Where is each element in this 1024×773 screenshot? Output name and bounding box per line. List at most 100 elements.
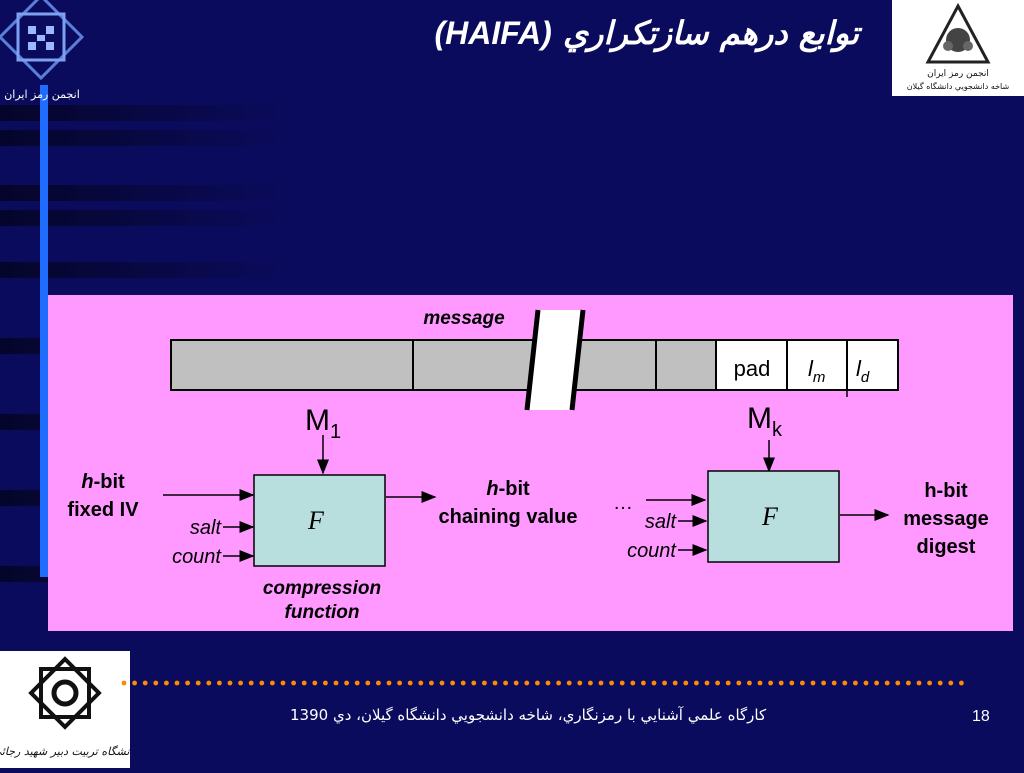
separator-dot (747, 680, 752, 686)
separator-dot (323, 680, 328, 686)
bg-stripe (0, 130, 300, 146)
separator-dot (365, 680, 371, 686)
separator-dot (482, 680, 487, 686)
separator-dot (513, 680, 519, 686)
separator-dot (810, 680, 816, 686)
separator-dot (948, 680, 954, 686)
title-text: توابع درهم سازتکراري (562, 14, 859, 52)
separator-dot (545, 680, 551, 686)
separator-dot (874, 680, 879, 686)
separator-dot (821, 680, 826, 686)
university-logo: دانشگاه تربيت دبير شهيد رجائي (0, 651, 137, 768)
fixed-iv-line1: h-bit (81, 471, 125, 493)
svg-text:دانشگاه تربيت دبير شهيد رجائي: دانشگاه تربيت دبير شهيد رجائي (0, 745, 130, 758)
separator-dot (715, 680, 720, 686)
compression-box-2 (707, 470, 840, 563)
separator-dot (672, 680, 678, 686)
footer-text: کارگاه علمي آشنايي با رمزنگاري، شاخه دان… (290, 706, 767, 724)
separator-dot (800, 680, 805, 686)
separator-dot (842, 680, 848, 686)
compression-box-1 (253, 474, 386, 567)
separator-dot (132, 680, 137, 686)
separator-dot (556, 680, 561, 686)
separator-dot (757, 680, 763, 686)
separator-dot (280, 680, 286, 686)
bg-stripe (0, 210, 300, 226)
separator-dot (884, 680, 890, 686)
separator-dot (937, 680, 943, 686)
separator-dot (609, 680, 614, 686)
separator-dot (429, 680, 434, 686)
separator-dot (577, 680, 583, 686)
fixed-iv-line2: fixed IV (67, 499, 139, 521)
separator-dot (789, 680, 795, 686)
title-paren: ( (434, 15, 446, 51)
separator-dot (259, 680, 265, 686)
separator-dot (694, 680, 699, 686)
separator-dot (524, 680, 530, 686)
separator-dot (535, 680, 540, 686)
title-haifa: HAIFA (445, 15, 542, 51)
svg-text:شاخه دانشجويي دانشگاه گيلان: شاخه دانشجويي دانشگاه گيلان (907, 81, 1010, 91)
count-label: count (172, 546, 222, 568)
f-label-1: F (307, 506, 325, 535)
dotted-separator (121, 680, 964, 686)
separator-dot (831, 680, 837, 686)
pad-block (715, 339, 788, 391)
separator-dot (248, 680, 254, 686)
separator-dot (450, 680, 455, 686)
separator-dot (566, 680, 572, 686)
digest-line1: h-bit (924, 480, 968, 502)
logo-left: انجمن رمز ايران (0, 0, 85, 110)
pad-label: pad (734, 356, 771, 381)
separator-dot (291, 680, 296, 686)
separator-dot (386, 680, 392, 686)
bg-stripe (0, 185, 300, 201)
compression-line1: compression (263, 578, 381, 599)
separator-dot (270, 680, 275, 686)
separator-dot (863, 680, 869, 686)
haifa-diagram: message pad lm ld M1 Mk h-bit fixed IV s… (67, 308, 988, 623)
separator-dot (853, 680, 858, 686)
separator-dot (121, 680, 127, 686)
separator-dot (736, 680, 742, 686)
separator-dot (195, 680, 201, 686)
diagram-panel: message pad lm ld M1 Mk h-bit fixed IV s… (48, 295, 1013, 631)
separator-dot (916, 680, 922, 686)
separator-dot (142, 680, 148, 686)
separator-dot (206, 680, 212, 686)
break-line-left (524, 309, 541, 411)
separator-dot (492, 680, 498, 686)
university-logo-icon: دانشگاه تربيت دبير شهيد رجائي (0, 656, 137, 758)
break-line-right (569, 309, 586, 411)
separator-dot (164, 680, 169, 686)
mk-label: Mk (747, 402, 783, 441)
title-paren: ) (541, 15, 552, 51)
separator-dot (312, 680, 318, 686)
bg-stripe (0, 105, 300, 121)
separator-dot (704, 680, 710, 686)
separator-dot (895, 680, 901, 686)
m1-label: M1 (305, 404, 341, 443)
digest-line3: digest (917, 536, 976, 558)
separator-dot (662, 680, 667, 686)
separator-dot (174, 680, 180, 686)
separator-dot (619, 680, 625, 686)
separator-dot (630, 680, 636, 686)
society-logo-icon: انجمن رمز ايران (0, 0, 85, 101)
chaining-value-line1: h-bit (486, 478, 530, 500)
accent-bar (40, 85, 48, 577)
separator-dot (460, 680, 466, 686)
svg-text:انجمن رمز ايران: انجمن رمز ايران (4, 88, 80, 101)
separator-dot (641, 680, 646, 686)
separator-dot (344, 680, 349, 686)
separator-dot (217, 680, 222, 686)
separator-dot (153, 680, 159, 686)
separator-dot (185, 680, 190, 686)
separator-dot (227, 680, 233, 686)
separator-dot (683, 680, 689, 686)
separator-dot (354, 680, 360, 686)
separator-dot (588, 680, 593, 686)
separator-dot (927, 680, 932, 686)
message-block-1 (170, 339, 414, 391)
